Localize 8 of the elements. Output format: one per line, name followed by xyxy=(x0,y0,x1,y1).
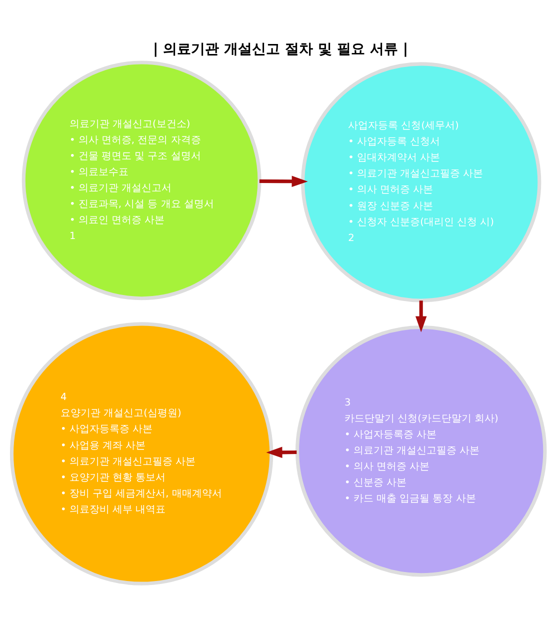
diagram-title: | 의료기관 개설신고 절차 및 필요 서류 | xyxy=(152,41,408,58)
arrow xyxy=(259,175,308,186)
arrow xyxy=(415,300,427,332)
node-circle: 의료기관 개설신고(보건소) • 의사 면허증, 전문의 자격증 • 건물 평면도 및 구조 설명서 • 의료보수표 • 의료기관 개설신고서 • 진료과목, 시설 등 개요 설명서 • 의료인 면허증 사본 1 xyxy=(22,60,262,300)
node-circle: 4 요양기관 개설신고(심평원) • 사업자등록증 사본 • 사업용 계좌 사본 • 의료기관 개설신고필증 사본 • 요양기관 현황 통보서 • 장비 구입 세금계산서, 매매계약서 • 의료장비 세부 내역표 xyxy=(10,322,274,585)
node-circle: 사업자등록 신청(세무서) • 사업자등록 신청서 • 임대차계약서 사본 • 의료기관 개설신고필증 사본 • 의사 면허증 사본 • 원장 신분증 사본 • 신청자 신분증(대리인 신청 시) 2 xyxy=(301,62,542,302)
arrow xyxy=(266,446,297,458)
node-circle: 3 카드단말기 신청(카드단말기 회사) • 사업자등록증 사본 • 의료기관 개설신고필증 사본 • 의사 면허증 사본 • 신분증 사본 • 카드 매출 입금될 통장 사본 xyxy=(295,324,547,576)
